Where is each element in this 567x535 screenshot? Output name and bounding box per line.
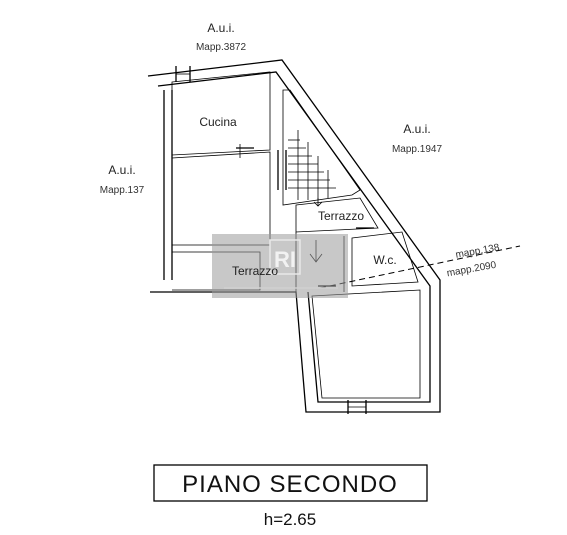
watermark-logo: RI (274, 247, 296, 272)
neighbor-left-label: A.u.i. (108, 163, 135, 177)
neighbor-top-label: A.u.i. (207, 21, 234, 35)
neighbor-left-mapp: Mapp.137 (100, 185, 145, 196)
cadastral-boundary-line (319, 245, 521, 289)
boundary-label-b: mapp.2090 (446, 260, 498, 280)
floor-height: h=2.65 (264, 510, 316, 529)
neighbor-top-mapp: Mapp.3872 (196, 42, 246, 53)
floor-title-box (153, 464, 428, 502)
room-label-terrazzo-lower: Terrazzo (232, 264, 278, 278)
watermark: RI (212, 234, 348, 298)
boundary-label-a: mapp.138 (455, 242, 501, 261)
neighbor-right-label: A.u.i. (403, 122, 430, 136)
floor-title: PIANO SECONDO (182, 471, 398, 498)
room-label-terrazzo-upper: Terrazzo (318, 209, 364, 223)
room-label-cucina: Cucina (199, 115, 237, 129)
neighbor-right-mapp: Mapp.1947 (392, 144, 442, 155)
room-label-wc: W.c. (373, 253, 396, 267)
